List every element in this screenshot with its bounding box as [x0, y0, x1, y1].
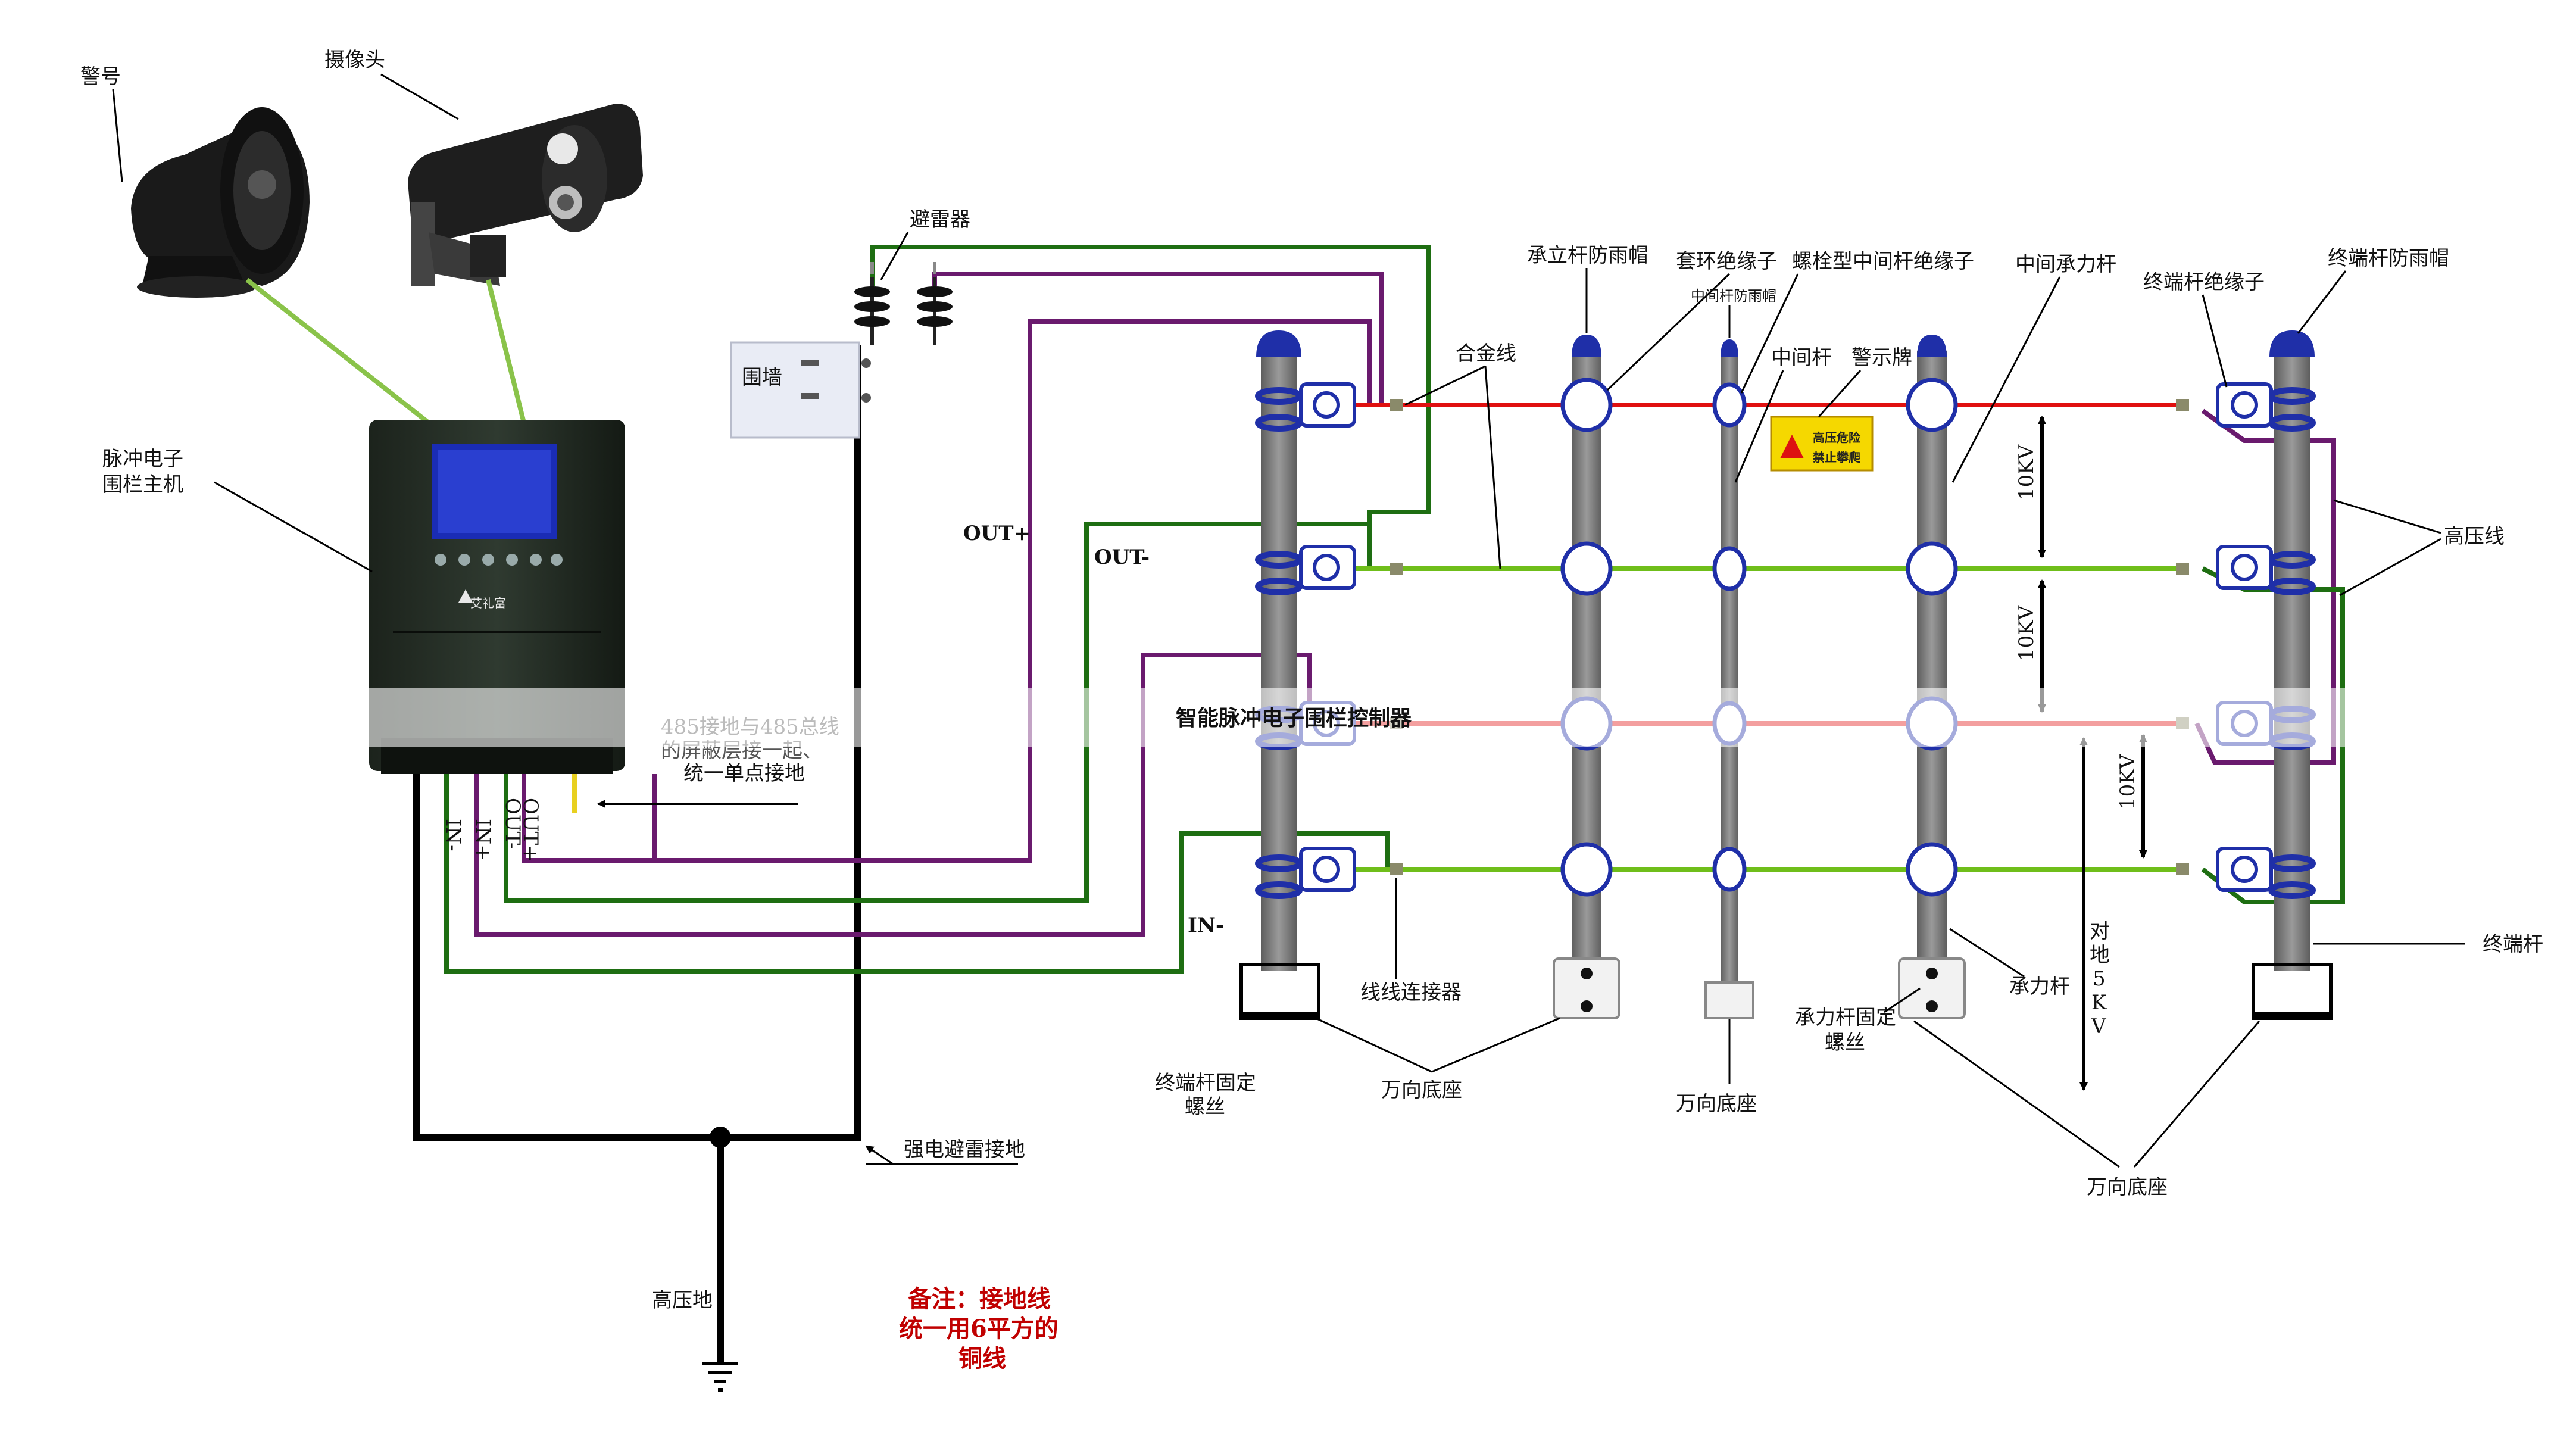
- note-line-2: 统一用6平方的: [899, 1315, 1058, 1343]
- middle-pole: [1721, 351, 1738, 1006]
- controller-wiring: [444, 245, 2345, 974]
- base-label-2: 万向底座: [1676, 1092, 1757, 1116]
- pole-caps: [1256, 330, 2315, 357]
- fence-labels: 承立杆防雨帽 套环绝缘子 螺栓型中间杆绝缘子 中间杆防雨帽 中间杆 警示牌 合金…: [1155, 244, 2543, 1199]
- sign-line-1: 高压危险: [1813, 430, 1861, 445]
- pole-bases: [1239, 957, 2333, 1020]
- tension-screw-label-1: 承力杆固定: [1795, 1006, 1896, 1029]
- arrester-label: 避雷器: [910, 208, 970, 232]
- camera-cable: [486, 279, 526, 423]
- dimension-arrows: [2038, 416, 2147, 1091]
- page-title: 智能脉冲电子围栏控制器: [1176, 706, 1412, 731]
- kv-label-1: 10KV: [2015, 444, 2038, 500]
- lightning-ground-label: 强电避雷接地: [904, 1138, 1025, 1162]
- standing-cap-label: 承立杆防雨帽: [1527, 244, 1648, 267]
- controller-host: 艾礼富: [369, 420, 625, 774]
- ring-insulator-label: 套环绝缘子: [1676, 249, 1777, 273]
- term-out-minus: OUT-: [501, 798, 524, 849]
- note-line-3: 铜线: [958, 1344, 1006, 1372]
- svg-text:对: 对: [2090, 919, 2110, 943]
- svg-text:地: 地: [2090, 943, 2110, 967]
- siren-cable: [245, 277, 430, 425]
- tension-pole-label: 承力杆: [2009, 975, 2070, 999]
- lightning-ground-arrow: [865, 1145, 894, 1165]
- host-leader: [214, 481, 373, 573]
- camera-leader: [380, 73, 459, 120]
- host-buttons: [435, 554, 563, 566]
- warning-sign-label: 警示牌: [1851, 346, 1912, 370]
- alloy-wire-label: 合金线: [1456, 342, 1516, 366]
- camera-label: 摄像头: [324, 48, 385, 72]
- siren-icon: [131, 107, 310, 298]
- warning-sign: 高压危险 禁止攀爬: [1770, 416, 1874, 472]
- kv-label-3: 10KV: [2116, 753, 2140, 810]
- sign-line-2: 禁止攀爬: [1813, 450, 1861, 464]
- wall: 围墙: [730, 341, 871, 439]
- kv-label-2: 10KV: [2015, 604, 2038, 661]
- svg-text:K: K: [2091, 991, 2107, 1015]
- term-in-minus: IN-: [441, 819, 465, 851]
- host-label-1: 脉冲电子: [102, 447, 183, 471]
- ground-symbol-icon: [702, 1362, 738, 1392]
- end-screw-label-2: 螺丝: [1185, 1095, 1225, 1119]
- title-banner: 智能脉冲电子围栏控制器: [0, 688, 2576, 747]
- end-cap-label: 终端杆防雨帽: [2328, 247, 2449, 270]
- ground-5kv-label: 对 地 5 K V: [2090, 919, 2110, 1038]
- bolt-insulator-label: 螺栓型中间杆绝缘子: [1792, 249, 1974, 273]
- ring-insulators: [1560, 378, 1958, 897]
- siren-label: 警号: [80, 65, 121, 89]
- fence-wires: [1339, 403, 2179, 872]
- camera-icon: [408, 104, 643, 286]
- middle-pole-label: 中间杆: [1771, 346, 1832, 370]
- out-plus-label: OUT+: [963, 522, 1031, 545]
- tension-screw-label-2: 螺丝: [1825, 1031, 1865, 1054]
- svg-text:5: 5: [2093, 967, 2106, 991]
- arrester-leader: [880, 232, 909, 280]
- svg-text:V: V: [2091, 1015, 2107, 1038]
- wall-label: 围墙: [742, 366, 782, 389]
- end-pole-label: 终端杆: [2483, 932, 2543, 956]
- host-brand: 艾礼富: [470, 596, 506, 610]
- brand-logo-icon: [458, 589, 473, 603]
- term-in-plus: IN+: [471, 819, 495, 862]
- host-label-2: 围栏主机: [102, 473, 183, 497]
- base-label-1: 万向底座: [1381, 1078, 1462, 1102]
- end-pole-left: [1261, 351, 1297, 971]
- hv-wire-label: 高压线: [2444, 525, 2505, 548]
- end-screw-label-1: 终端杆固定: [1155, 1071, 1256, 1095]
- note-line-1: 备注：接地线: [908, 1285, 1051, 1313]
- warning-triangle-icon: [1780, 435, 1804, 458]
- mid-pole-cap-label: 中间杆防雨帽: [1691, 288, 1776, 304]
- end-insulator-label: 终端杆绝缘子: [2143, 270, 2265, 294]
- grounding-note: 备注：接地线 统一用6平方的 铜线: [899, 1285, 1058, 1372]
- siren-leader: [112, 89, 123, 182]
- lightning-arrester-icon: [854, 262, 953, 345]
- mid-tension-pole-label: 中间承力杆: [2015, 252, 2116, 276]
- in-minus-label: IN-: [1188, 913, 1224, 937]
- connector-label: 线线连接器: [1360, 981, 1462, 1004]
- out-minus-label: OUT-: [1094, 545, 1150, 569]
- hv-ground-label: 高压地: [652, 1289, 713, 1312]
- term-out-plus: OUT+: [519, 798, 542, 862]
- base-label-3: 万向底座: [2087, 1175, 2168, 1199]
- end-pole-right: [2274, 351, 2310, 971]
- shield-note-3: 统一单点接地: [683, 762, 805, 785]
